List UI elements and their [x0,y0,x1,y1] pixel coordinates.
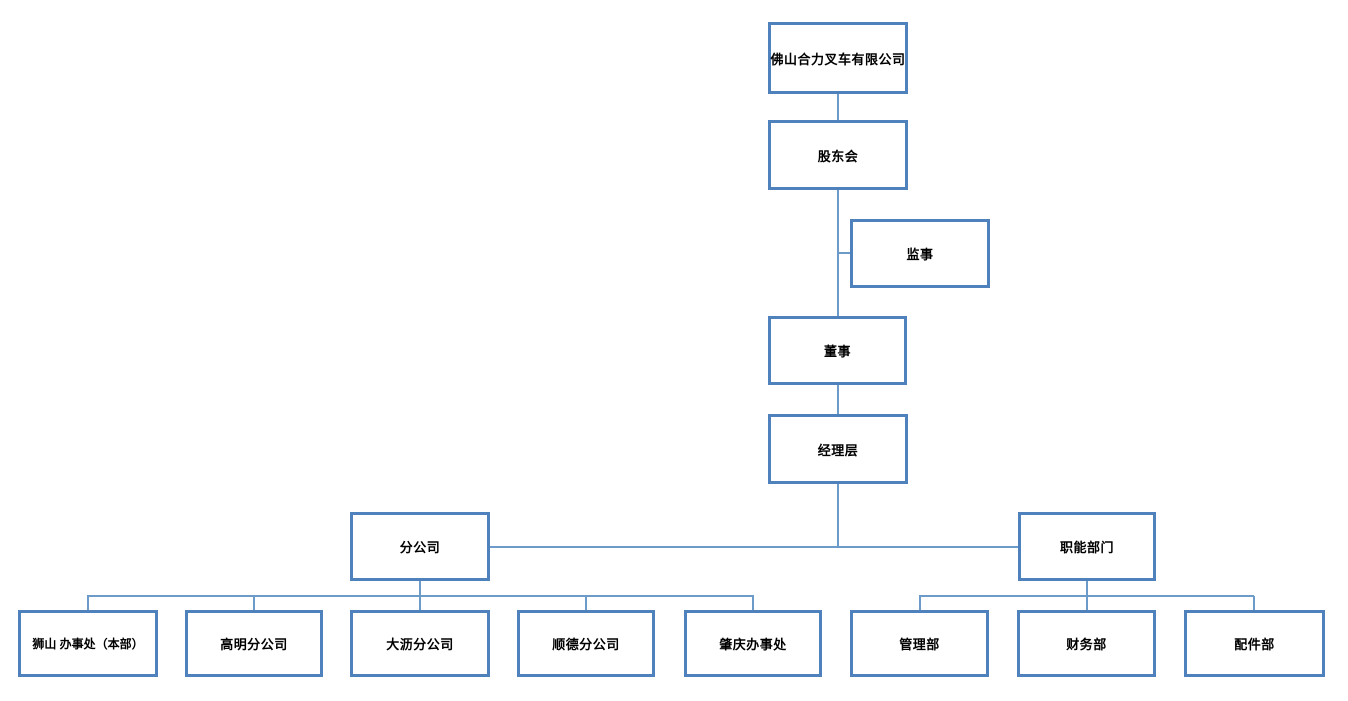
org-node-management: 经理层 [768,414,908,484]
org-node-shareholders: 股东会 [768,120,908,190]
connector-drop-zhaoqing [752,596,754,610]
org-node-shishan-label: 狮山 办事处（本部） [32,637,144,651]
org-node-finance-dept-label: 财务部 [1066,637,1107,652]
connector-drop-shishan [87,596,89,610]
org-node-functional-label: 职能部门 [1059,540,1114,555]
org-node-branches: 分公司 [350,512,490,581]
connector-trunk-supervisor [839,252,850,254]
org-node-company: 佛山合力叉车有限公司 [768,22,908,94]
connector-drop-finance [1086,596,1088,610]
org-node-admin-dept: 管理部 [850,610,989,677]
org-node-supervisor-label: 监事 [906,247,934,262]
org-node-director-label: 董事 [823,344,851,359]
org-node-director: 董事 [768,316,907,385]
org-node-management-label: 经理层 [817,442,859,458]
org-node-zhaoqing: 肇庆办事处 [684,610,822,677]
org-node-admin-dept-label: 管理部 [899,637,940,652]
org-node-gaoming: 高明分公司 [185,610,323,677]
org-node-functional: 职能部门 [1018,512,1156,581]
org-node-branches-label: 分公司 [399,540,441,555]
org-node-shunde-label: 顺德分公司 [552,637,620,652]
connector-level2-rail [490,546,1018,548]
org-node-finance-dept: 财务部 [1017,610,1156,677]
connector-director-management [837,385,839,414]
org-node-gaoming-label: 高明分公司 [220,637,288,652]
org-node-dali-label: 大沥分公司 [386,637,454,652]
connector-management-down [837,484,839,547]
connector-drop-gaoming [253,596,255,610]
connector-drop-shunde [585,596,587,610]
connector-shareholders-director [837,190,839,316]
org-node-shareholders-label: 股东会 [817,148,859,164]
org-node-shunde: 顺德分公司 [517,610,655,677]
org-node-shishan: 狮山 办事处（本部） [18,610,158,677]
org-node-zhaoqing-label: 肇庆办事处 [719,637,787,652]
connector-company-shareholders [837,94,839,120]
org-node-parts-dept: 配件部 [1184,610,1325,677]
connector-drop-parts [1253,596,1255,610]
connector-drop-admin [919,596,921,610]
org-node-dali: 大沥分公司 [350,610,490,677]
connector-drop-dali [419,596,421,610]
connector-branches-down [419,581,421,596]
connector-functional-down [1086,581,1088,596]
org-node-supervisor: 监事 [850,219,990,288]
org-node-parts-dept-label: 配件部 [1234,637,1275,652]
org-node-company-label: 佛山合力叉车有限公司 [770,51,906,67]
